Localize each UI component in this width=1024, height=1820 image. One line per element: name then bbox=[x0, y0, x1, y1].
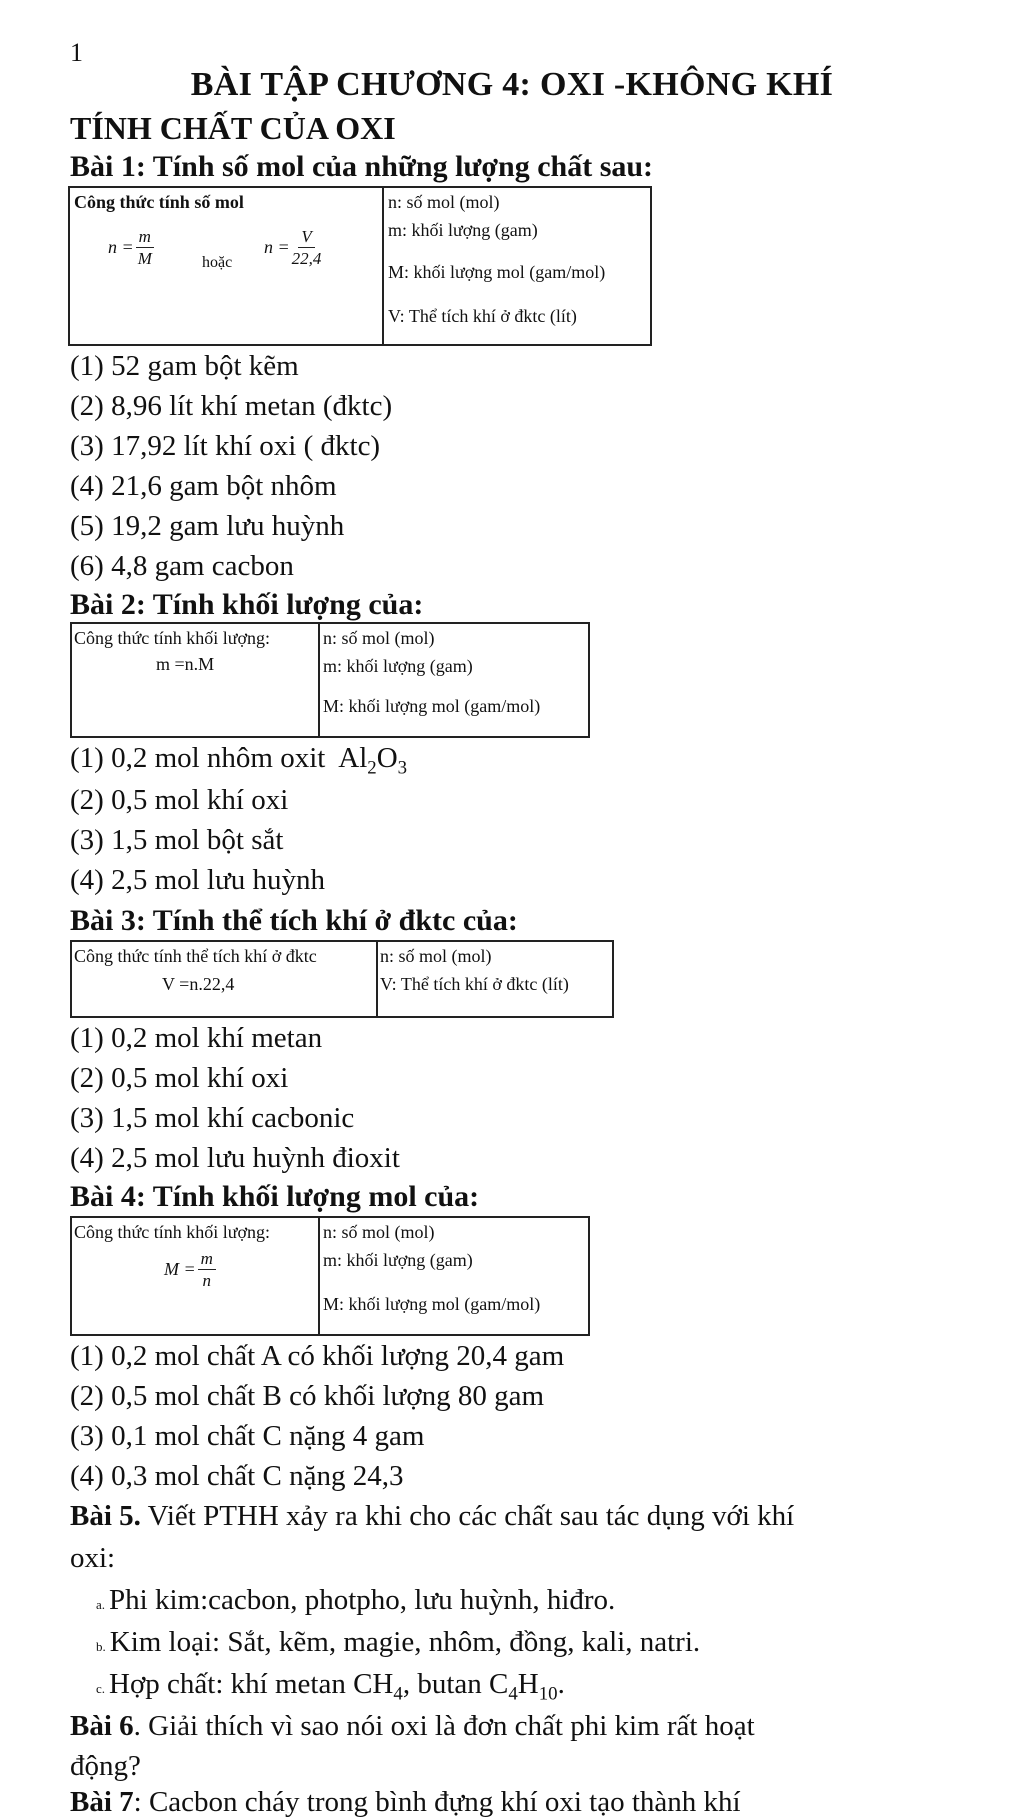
definition: M: khối lượng mol (gam/mol) bbox=[323, 1294, 541, 1314]
or-word: hoặc bbox=[202, 254, 233, 271]
definition: V: Thể tích khí ở đktc (lít) bbox=[388, 306, 577, 326]
bai2-box-title: Công thức tính khối lượng: bbox=[74, 628, 271, 648]
list-item: (1) 52 gam bột kẽm bbox=[70, 350, 299, 382]
bai1-box-title: Công thức tính số mol bbox=[74, 192, 244, 212]
bai6-text: . Giải thích vì sao nói oxi là đơn chất … bbox=[133, 1710, 755, 1742]
fraction-denominator: M bbox=[137, 249, 152, 268]
formula-lhs: M = bbox=[164, 1259, 196, 1279]
bai4-box-title: Công thức tính khối lượng: bbox=[74, 1222, 271, 1242]
bai7-paragraph: Bài 7: Cacbon cháy trong bình đựng khí o… bbox=[70, 1786, 741, 1819]
definition: n: số mol (mol) bbox=[380, 946, 492, 966]
bai7-label: Bài 7 bbox=[70, 1786, 134, 1818]
list-item: (1) 0,2 mol nhôm oxit Al2O3 bbox=[70, 742, 407, 780]
bai6-label: Bài 6 bbox=[70, 1710, 134, 1742]
fraction-numerator: m bbox=[135, 228, 154, 248]
sub-item-text: , butan bbox=[402, 1668, 489, 1700]
sub-item-marker: b. bbox=[96, 1639, 106, 1654]
definition: m: khối lượng (gam) bbox=[323, 1250, 473, 1270]
chemical-formula: CH4 bbox=[353, 1668, 403, 1705]
list-item: (2) 0,5 mol khí oxi bbox=[70, 784, 289, 816]
definition: M: khối lượng mol (gam/mol) bbox=[323, 696, 541, 716]
bai5-sub-item-b: b.Kim loại: Sắt, kẽm, magie, nhôm, đồng,… bbox=[96, 1626, 700, 1659]
page-title: BÀI TẬP CHƯƠNG 4: OXI -KHÔNG KHÍ bbox=[190, 66, 834, 103]
list-item: (4) 21,6 gam bột nhôm bbox=[70, 470, 337, 502]
bai5-text-continued: oxi: bbox=[70, 1542, 116, 1574]
list-item: (4) 2,5 mol lưu huỳnh bbox=[70, 864, 325, 896]
bai2-definitions-cell: n: số mol (mol) m: khối lượng (gam) M: k… bbox=[320, 624, 588, 736]
chemical-formula: C4H10 bbox=[489, 1668, 558, 1705]
bai6-paragraph: Bài 6. Giải thích vì sao nói oxi là đơn … bbox=[70, 1710, 755, 1743]
bai3-heading: Bài 3: Tính thể tích khí ở đktc của: bbox=[70, 904, 518, 937]
fraction-denominator: n bbox=[202, 1271, 212, 1290]
page-number: 1 bbox=[70, 38, 83, 67]
bai3-box-title: Công thức tính thể tích khí ở đktc bbox=[74, 946, 317, 966]
formula-lhs: n = bbox=[108, 237, 134, 257]
fraction-numerator: V bbox=[298, 228, 315, 248]
definition: V: Thể tích khí ở đktc (lít) bbox=[380, 974, 569, 994]
sub-item-marker: a. bbox=[96, 1597, 106, 1612]
bai3-formula-box: Công thức tính thể tích khí ở đktc V =n.… bbox=[70, 940, 614, 1018]
bai4-heading: Bài 4: Tính khối lượng mol của: bbox=[70, 1180, 480, 1213]
fraction-numerator: m bbox=[197, 1250, 216, 1270]
definition: m: khối lượng (gam) bbox=[323, 656, 473, 676]
bai2-formula-box: Công thức tính khối lượng: m =n.M n: số … bbox=[70, 622, 590, 738]
bai5-text: Viết PTHH xảy ra khi cho các chất sau tá… bbox=[140, 1500, 795, 1532]
bai3-formula-cell: Công thức tính thể tích khí ở đktc V =n.… bbox=[72, 942, 378, 1016]
chemical-formula: Al2O3 bbox=[338, 742, 408, 779]
section-subtitle: TÍNH CHẤT CỦA OXI bbox=[70, 110, 396, 146]
definition: m: khối lượng (gam) bbox=[388, 220, 538, 240]
bai1-heading: Bài 1: Tính số mol của những lượng chất … bbox=[70, 150, 654, 183]
sub-item-text: Hợp chất: khí metan bbox=[109, 1668, 354, 1700]
definition: n: số mol (mol) bbox=[323, 1222, 435, 1242]
bai5-sub-item-c: c.Hợp chất: khí metan CH4, butan C4H10. bbox=[96, 1668, 565, 1705]
list-item: (4) 0,3 mol chất C nặng 24,3 bbox=[70, 1460, 404, 1492]
list-item: (3) 17,92 lít khí oxi ( đktc) bbox=[70, 430, 381, 462]
list-item: (3) 1,5 mol khí cacbonic bbox=[70, 1102, 355, 1134]
bai2-formula-cell: Công thức tính khối lượng: m =n.M bbox=[72, 624, 320, 736]
bai3-definitions-cell: n: số mol (mol) V: Thể tích khí ở đktc (… bbox=[378, 942, 612, 1016]
bai2-heading: Bài 2: Tính khối lượng của: bbox=[70, 588, 424, 621]
bai5-paragraph: Bài 5. Viết PTHH xảy ra khi cho các chất… bbox=[70, 1500, 794, 1533]
sub-item-text: Kim loại: Sắt, kẽm, magie, nhôm, đồng, k… bbox=[109, 1626, 701, 1658]
definition: M: khối lượng mol (gam/mol) bbox=[388, 262, 606, 282]
bai3-formula: V =n.22,4 bbox=[162, 974, 235, 994]
definition: n: số mol (mol) bbox=[323, 628, 435, 648]
list-item: (3) 1,5 mol bột sắt bbox=[70, 824, 284, 856]
list-item: (5) 19,2 gam lưu huỳnh bbox=[70, 510, 345, 542]
bai1-definitions-cell: n: số mol (mol) m: khối lượng (gam) M: k… bbox=[384, 188, 650, 344]
sub-item-text: Phi kim:cacbon, photpho, lưu huỳnh, hiđr… bbox=[109, 1584, 616, 1616]
fraction-denominator: 22,4 bbox=[291, 249, 322, 268]
sub-item-marker: c. bbox=[96, 1681, 106, 1696]
bai4-definitions-cell: n: số mol (mol) m: khối lượng (gam) M: k… bbox=[320, 1218, 588, 1334]
bai5-label: Bài 5. bbox=[70, 1500, 141, 1532]
list-item: (1) 0,2 mol chất A có khối lượng 20,4 ga… bbox=[70, 1340, 565, 1372]
list-item: (2) 8,96 lít khí metan (đktc) bbox=[70, 390, 393, 422]
bai5-sub-item-a: a.Phi kim:cacbon, photpho, lưu huỳnh, hi… bbox=[96, 1584, 615, 1617]
list-item: (1) 0,2 mol khí metan bbox=[70, 1022, 323, 1054]
bai6-text-continued: động? bbox=[70, 1750, 141, 1782]
list-item-text: (1) 0,2 mol nhôm oxit bbox=[70, 742, 326, 774]
bai7-text: : Cacbon cháy trong bình đựng khí oxi tạ… bbox=[133, 1786, 741, 1818]
list-item: (6) 4,8 gam cacbon bbox=[70, 550, 294, 582]
list-item: (4) 2,5 mol lưu huỳnh đioxit bbox=[70, 1142, 400, 1174]
bai2-formula: m =n.M bbox=[156, 654, 215, 674]
list-item: (2) 0,5 mol chất B có khối lượng 80 gam bbox=[70, 1380, 545, 1412]
formula-lhs: n = bbox=[264, 237, 290, 257]
definition: n: số mol (mol) bbox=[388, 192, 500, 212]
list-item: (2) 0,5 mol khí oxi bbox=[70, 1062, 289, 1094]
list-item: (3) 0,1 mol chất C nặng 4 gam bbox=[70, 1420, 425, 1452]
